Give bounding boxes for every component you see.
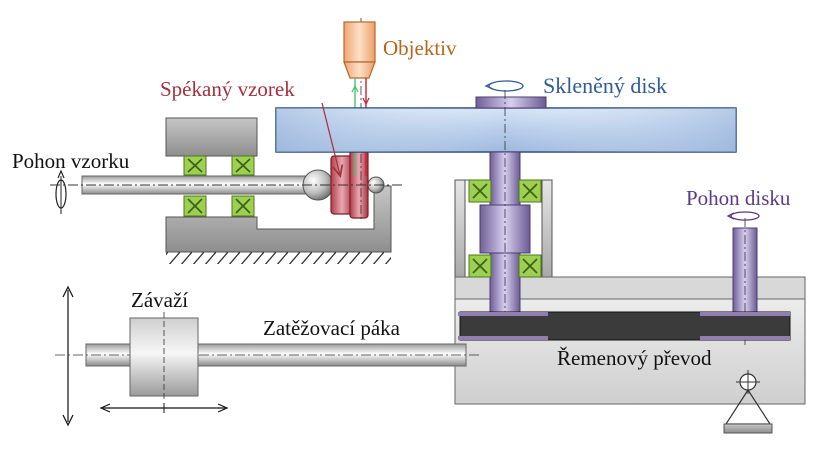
disk-shaft	[479, 90, 531, 340]
objective-lens	[343, 18, 376, 222]
disk-drive-label: Pohon disku	[686, 186, 791, 210]
weight-label: Závaží	[131, 288, 189, 312]
disk-bearings	[468, 179, 542, 278]
sample-pointer-line	[321, 102, 340, 175]
disk-drive-shaft	[732, 218, 758, 345]
sample-rotation-icon	[55, 169, 67, 214]
belt-drive-label: Řemenový převod	[557, 346, 712, 370]
glass-disk-label: Skleněný disk	[543, 73, 668, 98]
load-lever-label: Zatěžovací páka	[263, 316, 400, 340]
objective-label: Objektiv	[383, 36, 457, 60]
pivot-support	[723, 370, 773, 434]
lever-vertical-arrow	[62, 285, 74, 427]
sample-bearings	[183, 155, 255, 217]
sintered-sample-label: Spékaný vzorek	[160, 77, 295, 101]
sample-drive-label: Pohon vzorku	[12, 149, 130, 173]
load-lever	[55, 343, 480, 367]
disk-drive-rotation-icon	[726, 211, 760, 221]
glass-disk	[275, 107, 737, 153]
disk-rotation-icon	[484, 80, 524, 92]
weight-position-arrow	[99, 403, 229, 413]
belt-drive	[458, 311, 791, 341]
